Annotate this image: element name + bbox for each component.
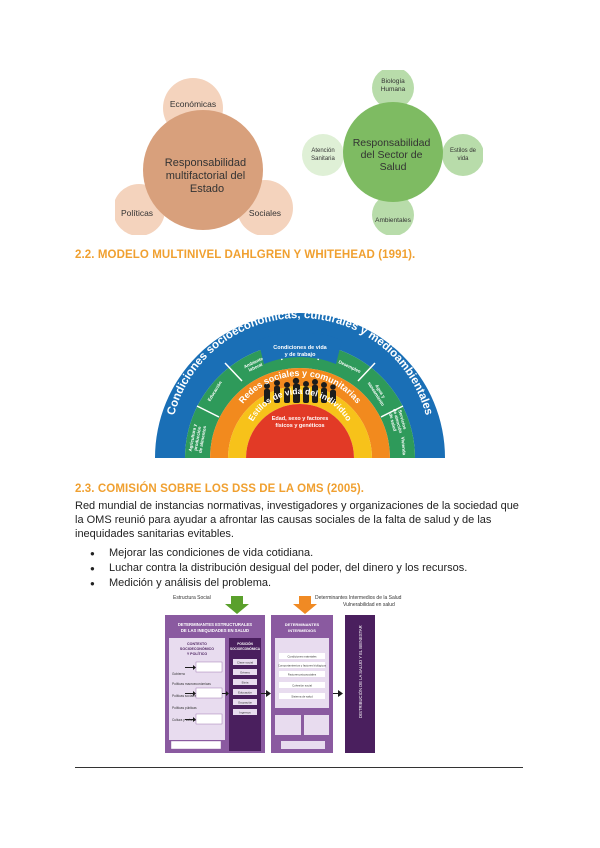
lifestyle-circle <box>442 134 483 176</box>
segment-housing: Vivienda <box>400 436 407 455</box>
biology-circle <box>372 70 414 109</box>
context-item: Políticas macroeconómicas <box>172 682 211 686</box>
context-sub-box <box>195 661 223 673</box>
economic-label: Económicas <box>170 99 216 109</box>
bullet-item: Luchar contra la distribución desigual d… <box>90 561 467 576</box>
intermediate-item: Factores psicosociales <box>288 673 317 677</box>
psychosocial-box <box>275 715 301 735</box>
context-sub-box <box>195 687 223 699</box>
living-conditions-band <box>185 343 415 458</box>
environment-label: Ambientales <box>375 217 412 224</box>
position-item: Género <box>240 671 250 675</box>
structure-top-label: Estructura Social <box>173 595 211 601</box>
political-label: Políticas <box>121 208 153 218</box>
position-item: Ocupación <box>238 701 253 705</box>
dahlgren-whitehead-rainbow: Condiciones socioeconómicas, culturales … <box>155 309 445 458</box>
section-23-paragraph: Red mundial de instancias normativas, in… <box>75 500 519 540</box>
green-down-arrow <box>225 596 249 614</box>
bullet-item: Mejorar las condiciones de vida cotidian… <box>90 546 467 561</box>
segment-health-services: Serviciosde atenciónde salud <box>387 407 408 435</box>
intermediate-item: Comportamientos y factores biológicos <box>278 664 327 668</box>
environment-circle <box>372 194 414 235</box>
outcome-bar <box>345 615 375 753</box>
socioeconomic-band <box>155 313 445 458</box>
context-sub-box <box>195 713 223 725</box>
healthcare-circle <box>302 134 344 176</box>
position-items <box>233 659 257 715</box>
page-footer-rule <box>75 767 523 768</box>
segment-agriculture: Agricultura yproducciónde alimentos <box>188 423 208 453</box>
position-item: Educación <box>238 691 252 695</box>
social-networks-band <box>210 368 390 458</box>
state-center-label: Responsabilidad multifactorial del Estad… <box>165 157 249 195</box>
intermediate-item: Cohesión social <box>292 684 312 688</box>
people-silhouettes <box>264 377 336 403</box>
outcome-label: DISTRIBUCIÓN DE LA SALUD Y EL BIENESTAR <box>358 625 363 718</box>
lifestyle-band <box>228 386 372 458</box>
intermediate-item: Sistema de salud <box>291 695 313 699</box>
position-item: Clase social <box>237 661 254 665</box>
who-dss-framework-diagram: Estructura Social Determinantes Intermed… <box>165 595 402 753</box>
position-item: Ingresos <box>239 711 251 715</box>
intermediate-top-label: Determinantes Intermedios de la Salud <box>315 595 402 601</box>
context-item: Políticas sociales <box>172 694 197 698</box>
intermediate-items <box>279 653 325 699</box>
context-item: Cultura y valores <box>172 718 196 722</box>
vulnerability-label: Vulnerabilidad en salud <box>343 602 395 608</box>
state-responsibility-diagram: Económicas Políticas Sociales Responsabi… <box>115 78 293 235</box>
orange-down-arrow <box>293 596 317 614</box>
health-center-circle <box>343 102 443 202</box>
health-system-box <box>281 741 325 749</box>
health-center-label: Responsabilidad del Sector de Salud <box>353 137 434 173</box>
individual-core <box>246 404 354 458</box>
intermediate-item: Condiciones materiales <box>287 655 317 659</box>
biological-box <box>304 715 329 735</box>
bullet-item: Medición y análisis del problema. <box>90 576 467 591</box>
living-conditions-tab <box>258 332 342 364</box>
section-23-bullet-list: Mejorar las condiciones de vida cotidian… <box>90 546 467 591</box>
position-item: Etnia <box>242 681 249 685</box>
context-footer-box <box>170 740 222 750</box>
section-22-heading: 2.2. MODELO MULTINIVEL DAHLGREN Y WHITEH… <box>75 249 416 261</box>
flow-arrows <box>185 665 343 722</box>
section-23-heading: 2.3. COMISIÓN SOBRE LOS DSS DE LA OMS (2… <box>75 483 365 495</box>
context-item: Políticas públicas <box>172 706 197 710</box>
context-item: Gobierno <box>172 672 185 676</box>
social-label: Sociales <box>249 208 281 218</box>
state-center-circle <box>143 110 263 230</box>
